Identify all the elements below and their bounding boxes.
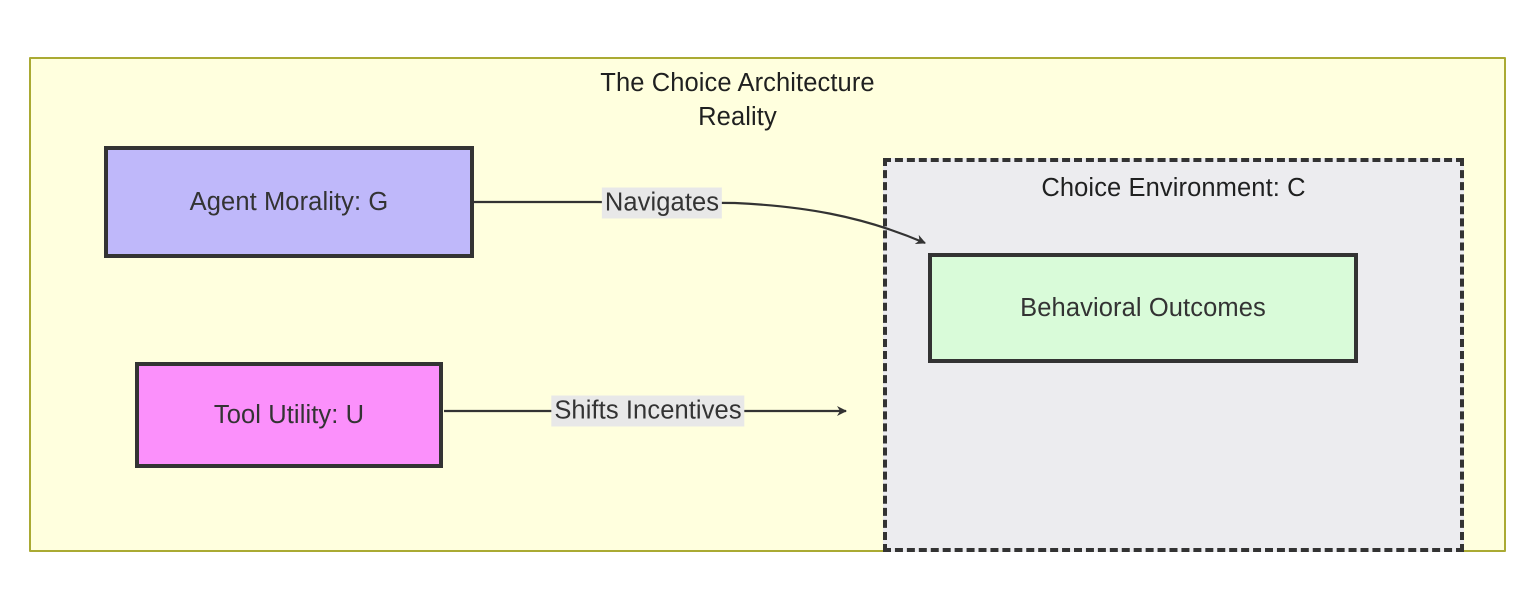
edge-label-shifts-incentives: Shifts Incentives <box>551 395 745 427</box>
edge-label-navigates: Navigates <box>601 187 723 219</box>
cluster-title-line-1: The Choice Architecture <box>600 69 875 97</box>
node-agent-morality[interactable]: Agent Morality: G <box>104 146 474 258</box>
node-agent-morality-label: Agent Morality: G <box>189 187 389 216</box>
node-tool-utility-label: Tool Utility: U <box>213 400 365 429</box>
node-tool-utility[interactable]: Tool Utility: U <box>135 362 443 468</box>
cluster-title-choice-architecture-reality: The Choice Architecture Reality <box>31 67 1504 134</box>
cluster-title-choice-environment: Choice Environment: C <box>1041 174 1306 202</box>
cluster-title-line-2: Reality <box>698 102 777 131</box>
node-behavioral-outcomes[interactable]: Behavioral Outcomes <box>928 253 1358 363</box>
node-behavioral-outcomes-label: Behavioral Outcomes <box>1020 293 1266 322</box>
